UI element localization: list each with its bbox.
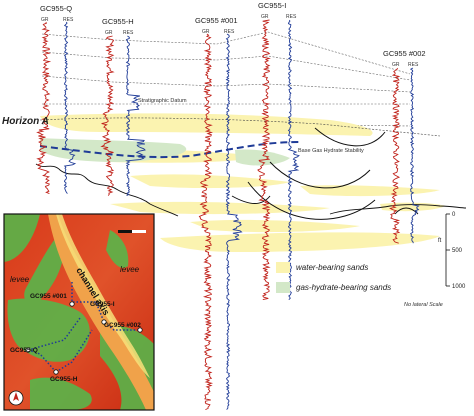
gr-log-gc955-q bbox=[36, 21, 52, 195]
res-log-gc955-002 bbox=[409, 67, 420, 244]
map-well-label-001: GC955 #001 bbox=[30, 293, 67, 300]
res-label: RES bbox=[286, 14, 297, 20]
horizon-a-label: Horizon A bbox=[2, 116, 49, 127]
res-log-gc955-001 bbox=[225, 33, 243, 410]
well-logs bbox=[36, 19, 420, 411]
well-label-gc955-q: GC955-Q bbox=[40, 4, 72, 13]
gr-label: GR bbox=[261, 14, 269, 20]
no-lateral-scale-note: No lateral Scale bbox=[404, 302, 443, 308]
map-well-label-q: GC955-Q bbox=[10, 347, 38, 354]
res-label: RES bbox=[123, 30, 134, 36]
gr-label: GR bbox=[392, 62, 400, 68]
gr-label: GR bbox=[202, 29, 210, 35]
stratigraphic-datum-label: Stratigraphic Datum bbox=[138, 98, 187, 104]
inset-map-frame bbox=[3, 213, 155, 411]
well-label-gc955-002: GC955 #002 bbox=[383, 49, 426, 58]
legend-label-water: water-bearing sands bbox=[296, 263, 368, 272]
legend-swatch-hydrate bbox=[276, 282, 290, 293]
res-log-gc955-h bbox=[125, 35, 146, 196]
res-label: RES bbox=[408, 62, 419, 68]
gr-log-gc955-001 bbox=[198, 33, 214, 411]
levee-right-label: levee bbox=[120, 265, 140, 274]
depth-scale: 0 500 1000 ft bbox=[438, 212, 466, 290]
gr-label: GR bbox=[105, 30, 113, 36]
gr-log-gc955-h bbox=[100, 35, 115, 196]
inset-map: channel axis levee levee GC955 #001 GC95… bbox=[4, 214, 154, 410]
north-arrow-icon bbox=[8, 390, 24, 406]
gr-log-gc955-002 bbox=[389, 67, 401, 244]
well-label-gc955-i: GC955-I bbox=[258, 1, 286, 10]
gr-log-gc955-i bbox=[257, 19, 271, 301]
res-log-gc955-q bbox=[63, 21, 77, 194]
gr-label: GR bbox=[41, 17, 49, 23]
map-well-label-h: GC955-H bbox=[50, 376, 78, 383]
legend: water-bearing sands gas-hydrate-bearing … bbox=[276, 262, 443, 308]
legend-swatch-water bbox=[276, 262, 290, 273]
map-well-label-002: GC955 #002 bbox=[104, 322, 141, 329]
well-label-gc955-001: GC955 #001 bbox=[195, 16, 238, 25]
correlation-lines bbox=[41, 31, 411, 127]
res-log-gc955-i bbox=[287, 19, 300, 300]
res-label: RES bbox=[224, 29, 235, 35]
map-well-label-i: GC955-I bbox=[90, 301, 115, 308]
depth-tick-500: 500 bbox=[452, 248, 463, 254]
depth-tick-0: 0 bbox=[452, 212, 456, 218]
depth-unit: ft bbox=[438, 238, 442, 244]
res-label: RES bbox=[63, 17, 74, 23]
legend-label-hydrate: gas-hydrate-bearing sands bbox=[296, 283, 391, 292]
levee-left-label: levee bbox=[10, 275, 30, 284]
log-type-labels: GR RES GR RES GR RES GR RES GR RES bbox=[41, 14, 419, 68]
well-labels: GC955-Q GC955-H GC955 #001 GC955-I GC955… bbox=[40, 1, 426, 58]
depth-tick-1000: 1000 bbox=[452, 284, 466, 290]
bghs-line bbox=[39, 141, 301, 159]
bghs-label: Base Gas Hydrate Stability bbox=[298, 148, 364, 154]
horizon-a bbox=[39, 117, 441, 137]
well-label-gc955-h: GC955-H bbox=[102, 17, 134, 26]
